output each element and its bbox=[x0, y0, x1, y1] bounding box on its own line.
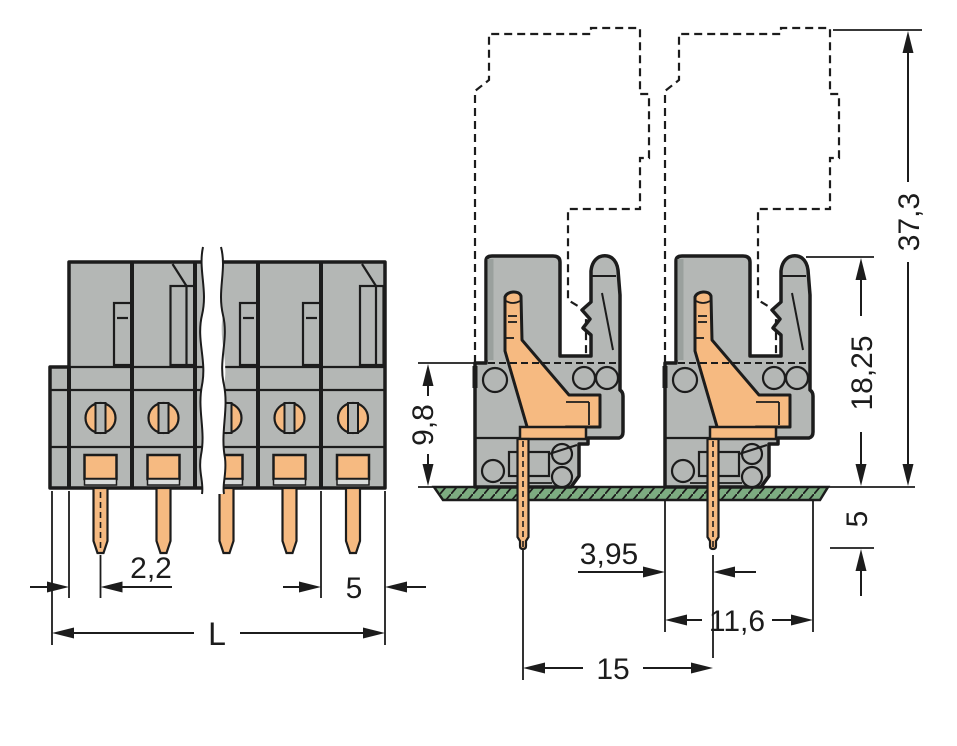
dim-side-row-spacing-label: 15 bbox=[596, 653, 629, 686]
front-extension-lines bbox=[51, 491, 386, 645]
arrowhead bbox=[422, 464, 434, 486]
side-view-dimensions: 9,8 18,25 37,3 5 3,95 bbox=[407, 31, 926, 686]
arrowhead bbox=[643, 566, 665, 578]
dim-side-pin-below-label: 5 bbox=[841, 511, 874, 528]
arrowhead bbox=[47, 581, 69, 593]
dim-side-housing-height-label: 18,25 bbox=[846, 335, 879, 410]
side-connector-1 bbox=[470, 253, 625, 553]
mating-plug-outline-2 bbox=[663, 26, 841, 363]
pcb-hatch bbox=[431, 485, 831, 502]
pcb bbox=[431, 485, 831, 502]
arrowhead bbox=[385, 581, 407, 593]
arrowhead bbox=[665, 614, 687, 626]
side-view bbox=[470, 253, 815, 553]
dim-front-pin-inset-label: 2,2 bbox=[130, 552, 172, 585]
dim-side-housing-depth-label: 11,6 bbox=[709, 605, 765, 638]
front-solder-pins bbox=[92, 486, 362, 555]
dim-front-pitch-label: 5 bbox=[346, 572, 363, 605]
arrowhead bbox=[902, 31, 914, 53]
break-tear bbox=[199, 246, 227, 495]
front-cell-details bbox=[112, 263, 385, 367]
front-view bbox=[48, 246, 387, 555]
dimension-housing-depth: 11,6 bbox=[665, 605, 813, 638]
mating-plug-outlines bbox=[473, 26, 841, 363]
arrowhead bbox=[52, 627, 74, 639]
arrowhead bbox=[902, 464, 914, 486]
arrowhead bbox=[363, 627, 385, 639]
dimension-housing-height: 18,25 bbox=[846, 258, 879, 486]
side-extension-lines bbox=[522, 501, 814, 680]
dim-side-total-height-label: 37,3 bbox=[893, 193, 926, 251]
dimension-edge-to-pin: 3,95 bbox=[578, 538, 756, 578]
dimension-pin-below-board: 5 bbox=[841, 511, 874, 596]
arrowhead bbox=[100, 581, 123, 593]
dim-front-length-label: L bbox=[208, 616, 226, 652]
dimension-total-length: L bbox=[52, 616, 385, 652]
arrowhead bbox=[299, 581, 321, 593]
arrowhead bbox=[713, 566, 735, 578]
arrowhead bbox=[691, 662, 713, 674]
arrowhead bbox=[855, 258, 867, 280]
dim-side-clamp-height-label: 9,8 bbox=[407, 404, 440, 446]
dim-side-edge-to-pin-label: 3,95 bbox=[580, 538, 638, 571]
mating-plug-outline-1 bbox=[473, 26, 651, 363]
dimension-pin-inset: 2,2 bbox=[30, 552, 172, 593]
dimension-row-spacing: 15 bbox=[523, 653, 713, 686]
side-connector-2 bbox=[660, 253, 815, 553]
front-view-dimensions: 2,2 5 L bbox=[30, 491, 426, 652]
arrowhead bbox=[855, 549, 867, 571]
arrowhead bbox=[523, 662, 545, 674]
dimension-total-height: 37,3 bbox=[893, 31, 926, 486]
arrowhead bbox=[422, 364, 434, 386]
dimension-clamp-height: 9,8 bbox=[407, 364, 440, 486]
arrowhead bbox=[855, 464, 867, 486]
arrowhead bbox=[791, 614, 813, 626]
dimension-pitch: 5 bbox=[283, 572, 426, 605]
